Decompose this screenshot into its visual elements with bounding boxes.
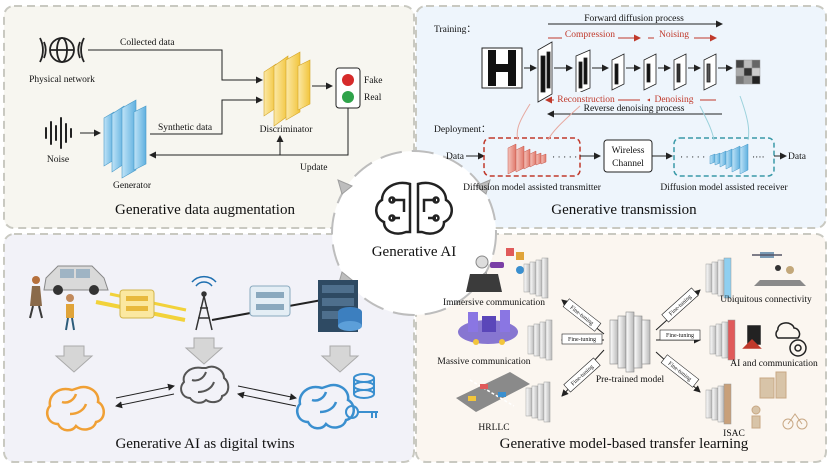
ai-comm-label: AI and communication bbox=[730, 359, 818, 369]
real-light-icon bbox=[342, 91, 354, 103]
ai-comm-icons bbox=[742, 322, 807, 357]
denoising-label: Denoising bbox=[654, 95, 693, 105]
noise-grid-icon bbox=[735, 59, 761, 85]
hrllc-label: HRLLC bbox=[478, 423, 509, 433]
fake-light-icon bbox=[342, 74, 354, 86]
digital-twins-caption: Generative AI as digital twins bbox=[115, 436, 294, 452]
ubiquitous-label: Ubiquitous connectivity bbox=[720, 295, 812, 305]
massive-label: Massive communication bbox=[437, 357, 530, 367]
transmission-diagram: Training： Forward diffusion process Comp… bbox=[434, 13, 807, 218]
svg-text:Fine-tuning: Fine-tuning bbox=[666, 333, 694, 339]
pretrained-label: Pre-trained model bbox=[596, 375, 665, 385]
panel-augmentation bbox=[3, 5, 415, 229]
arrow-to-transmission bbox=[475, 179, 491, 195]
reconstruction-label: Reconstruction bbox=[557, 95, 615, 105]
road-intersection-icon bbox=[456, 372, 530, 412]
physical-network-label: Physical network bbox=[29, 75, 95, 85]
key-icon bbox=[345, 405, 378, 419]
immersive-label: Immersive communication bbox=[443, 298, 545, 308]
svg-text:· · · · ·: · · · · · bbox=[680, 153, 705, 163]
globe-network-icon bbox=[39, 37, 85, 63]
synthetic-data-label: Synthetic data bbox=[158, 123, 213, 133]
noise-label: Noise bbox=[47, 155, 69, 165]
down-arrow-left bbox=[54, 345, 94, 373]
input-image-h-icon bbox=[481, 47, 523, 89]
digital-twins-diagram: Generative AI as digital twins bbox=[29, 265, 378, 452]
arrow-to-augmentation bbox=[337, 179, 353, 195]
stack-hrllc bbox=[525, 381, 551, 423]
fine-tuning-tag-5: Fine-tuning bbox=[659, 329, 701, 341]
twin-brain-gray-icon bbox=[180, 365, 230, 404]
collected-data-label: Collected data bbox=[120, 38, 175, 48]
walking-person-icon bbox=[29, 276, 43, 319]
isac-label: ISAC bbox=[723, 429, 745, 439]
transmitter-label: Diffusion model assisted transmitter bbox=[463, 182, 602, 193]
noising-slabs bbox=[643, 53, 717, 91]
update-label: Update bbox=[300, 163, 327, 173]
smart-city-icon bbox=[458, 310, 518, 345]
generator-label: Generator bbox=[113, 181, 152, 191]
pretrained-stack bbox=[609, 311, 651, 373]
person-with-phone-icon bbox=[65, 294, 75, 331]
fine-tuning-tag-2: Fine-tuning bbox=[561, 333, 603, 345]
data-out-label: Data bbox=[788, 152, 807, 162]
fake-label: Fake bbox=[364, 76, 382, 86]
twin-brain-orange-icon bbox=[46, 385, 105, 432]
stack-immersive bbox=[523, 257, 549, 299]
svg-text:· · · · ·: · · · · · bbox=[552, 153, 577, 163]
discriminator-label: Discriminator bbox=[260, 125, 314, 135]
stack-ubiquitous bbox=[705, 257, 732, 299]
packet-card-icon bbox=[249, 285, 291, 317]
svg-text:Fine-tuning: Fine-tuning bbox=[568, 337, 596, 343]
stack-massive bbox=[527, 319, 553, 361]
transmitter-network bbox=[507, 143, 547, 175]
stack-isac bbox=[705, 383, 732, 425]
satellite-drone-icon bbox=[752, 252, 806, 286]
center-hub: Generative AI bbox=[331, 150, 497, 316]
down-arrow-right bbox=[320, 345, 360, 373]
compression-label: Compression bbox=[565, 30, 615, 40]
reverse-denoising-label: Reverse denoising process bbox=[584, 104, 685, 114]
center-label: Generative AI bbox=[372, 244, 457, 260]
isac-icons bbox=[751, 371, 808, 430]
discriminator-network bbox=[263, 51, 311, 127]
training-label: Training： bbox=[434, 25, 476, 35]
stack-ai-comm bbox=[709, 319, 736, 361]
brain-circuit-icon bbox=[375, 181, 453, 235]
forward-diffusion-label: Forward diffusion process bbox=[584, 13, 684, 24]
augmentation-diagram: Physical network Collected data Noise Ge… bbox=[29, 37, 382, 218]
receiver-box bbox=[673, 137, 775, 177]
transfer-caption: Generative model-based transfer learning bbox=[500, 436, 749, 452]
real-label: Real bbox=[364, 93, 382, 103]
car-icon bbox=[43, 265, 109, 295]
receiver-network bbox=[709, 143, 749, 175]
data-in-label: Data bbox=[446, 152, 465, 162]
cell-tower-icon bbox=[191, 275, 217, 331]
wireless-line2: Channel bbox=[612, 159, 644, 169]
noising-label: Noising bbox=[659, 30, 689, 40]
transmission-caption: Generative transmission bbox=[551, 202, 697, 218]
message-card-icon bbox=[119, 289, 155, 319]
transfer-learning-diagram: Immersive communication Massive communic… bbox=[437, 248, 818, 452]
server-rack-icon bbox=[318, 280, 362, 332]
down-arrow-middle bbox=[184, 337, 224, 365]
transmitter-box bbox=[483, 137, 581, 177]
noise-waveform-icon bbox=[45, 117, 72, 149]
vr-headset-user-icon bbox=[466, 248, 524, 292]
deployment-label: Deployment： bbox=[434, 125, 490, 135]
database-icon bbox=[353, 373, 375, 399]
generator-network bbox=[103, 99, 147, 179]
receiver-label: Diffusion model assisted receiver bbox=[660, 182, 788, 193]
augmentation-caption: Generative data augmentation bbox=[115, 202, 295, 218]
encoder-slabs bbox=[537, 41, 625, 103]
twin-brain-blue-icon bbox=[296, 383, 355, 430]
wireless-line1: Wireless bbox=[612, 146, 645, 156]
svg-text:····: ···· bbox=[752, 153, 765, 163]
